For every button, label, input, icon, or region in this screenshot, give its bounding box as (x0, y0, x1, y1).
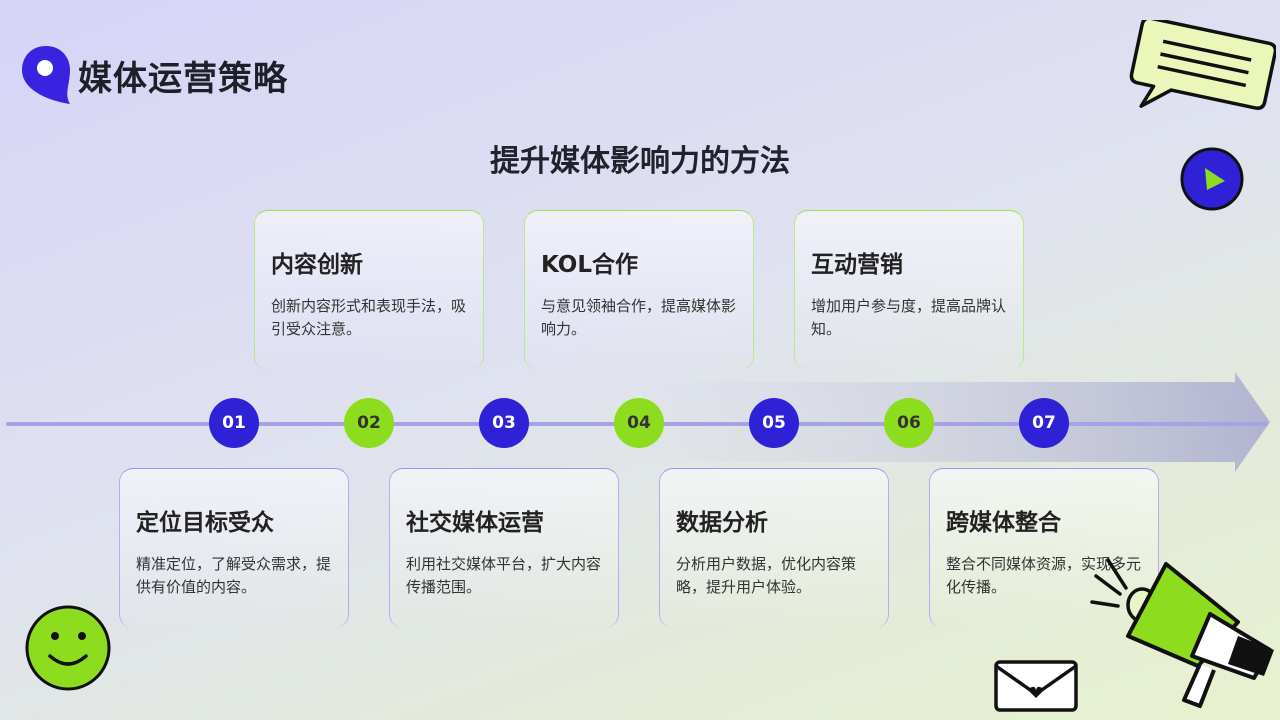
card-title: 定位目标受众 (136, 510, 274, 536)
envelope-icon (994, 660, 1078, 712)
timeline-node-03: 03 (479, 398, 529, 448)
card-cross-media: 跨媒体整合 整合不同媒体资源，实现多元化传播。 (929, 468, 1159, 628)
card-description: 整合不同媒体资源，实现多元化传播。 (946, 555, 1142, 596)
card-title: KOL合作 (541, 252, 638, 278)
card-title: 社交媒体运营 (406, 510, 544, 536)
card-title: 互动营销 (811, 252, 903, 278)
smiley-icon (25, 605, 111, 691)
brand-header: 媒体运营策略 (20, 44, 288, 106)
card-description: 创新内容形式和表现手法，吸引受众注意。 (271, 297, 467, 338)
card-description: 与意见领袖合作，提高媒体影响力。 (541, 297, 737, 338)
timeline-node-01: 01 (209, 398, 259, 448)
card-description: 分析用户数据，优化内容策略，提升用户体验。 (676, 555, 857, 596)
card-description: 利用社交媒体平台，扩大内容传播范围。 (406, 555, 602, 596)
timeline-node-07: 07 (1019, 398, 1069, 448)
timeline-node-04: 04 (614, 398, 664, 448)
card-title: 跨媒体整合 (946, 510, 1061, 536)
play-icon (1180, 147, 1244, 211)
timeline-node-05: 05 (749, 398, 799, 448)
card-description: 增加用户参与度，提高品牌认知。 (811, 297, 1007, 338)
timeline-node-06: 06 (884, 398, 934, 448)
page-title: 媒体运营策略 (78, 58, 288, 99)
card-title: 数据分析 (676, 510, 768, 536)
section-subtitle: 提升媒体影响力的方法 (490, 144, 790, 179)
card-content-innovation: 内容创新 创新内容形式和表现手法，吸引受众注意。 (254, 210, 484, 370)
card-description: 精准定位，了解受众需求，提供有价值的内容。 (136, 555, 332, 596)
card-social-media: 社交媒体运营 利用社交媒体平台，扩大内容传播范围。 (389, 468, 619, 628)
card-data-analysis: 数据分析 分析用户数据，优化内容策略，提升用户体验。 (659, 468, 889, 628)
card-interactive-marketing: 互动营销 增加用户参与度，提高品牌认知。 (794, 210, 1024, 370)
card-title: 内容创新 (271, 252, 363, 278)
card-kol-cooperation: KOL合作 与意见领袖合作，提高媒体影响力。 (524, 210, 754, 370)
chat-bubble-icon (1129, 20, 1276, 110)
card-target-audience: 定位目标受众 精准定位，了解受众需求，提供有价值的内容。 (119, 468, 349, 628)
location-pin-icon (22, 46, 70, 104)
megaphone-icon (1090, 558, 1274, 708)
timeline-node-02: 02 (344, 398, 394, 448)
